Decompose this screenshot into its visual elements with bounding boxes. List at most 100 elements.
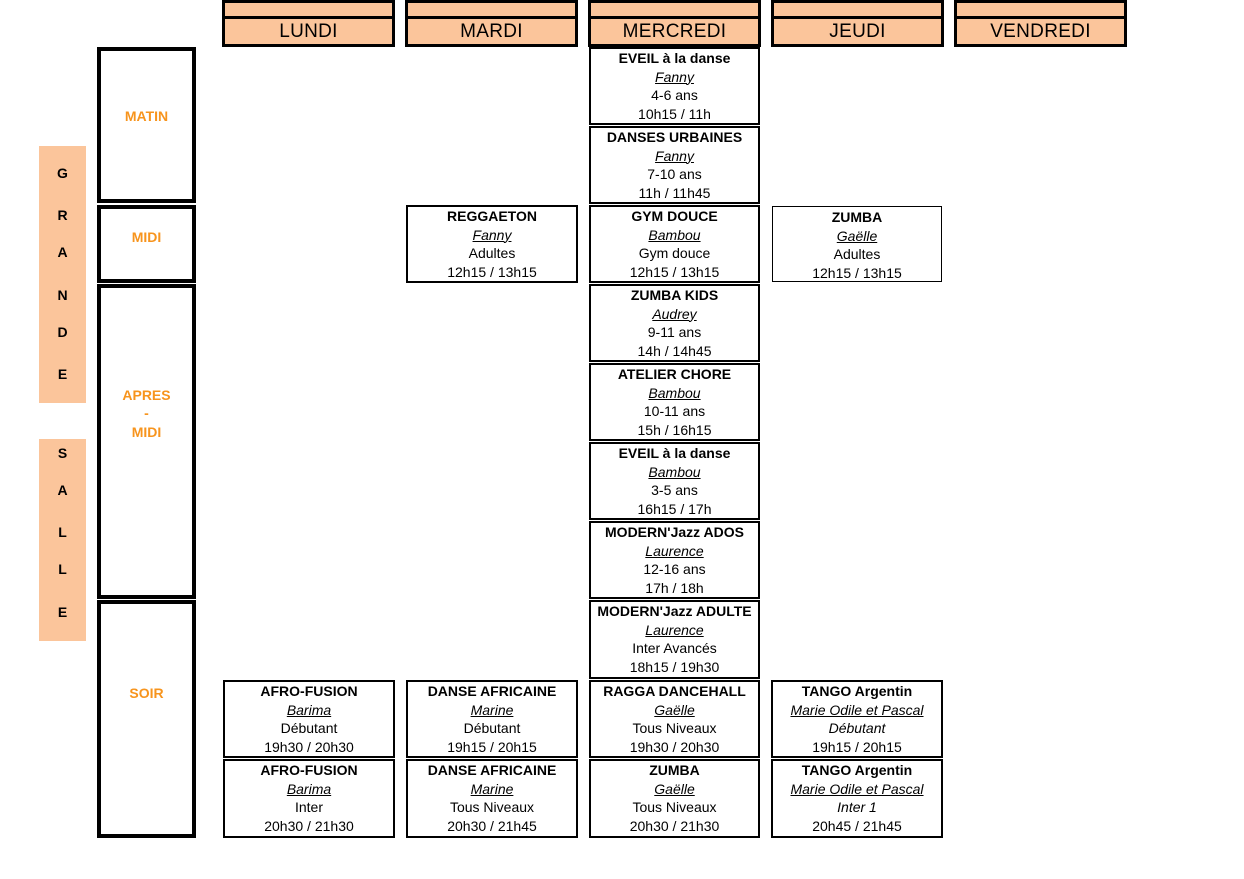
- class-time: 19h30 / 20h30: [264, 738, 354, 755]
- class-teacher: Bambou: [648, 226, 701, 243]
- class-teacher: Marine: [470, 780, 514, 797]
- class-card[interactable]: AFRO-FUSION Barima Débutant 19h30 / 20h3…: [223, 680, 395, 758]
- class-card[interactable]: REGGAETON Fanny Adultes 12h15 / 13h15: [406, 205, 578, 283]
- period-label-dash: -: [144, 405, 149, 421]
- class-teacher: Laurence: [645, 621, 704, 638]
- class-level: Inter 1: [837, 799, 877, 815]
- class-time: 19h15 / 20h15: [812, 738, 902, 755]
- class-level: Débutant: [828, 720, 886, 736]
- class-card[interactable]: ZUMBA KIDS Audrey 9-11 ans 14h / 14h45: [589, 284, 760, 362]
- class-title: TANGO Argentin: [801, 762, 913, 778]
- day-header-vendredi: VENDREDI: [954, 16, 1127, 47]
- class-card[interactable]: EVEIL à la danse Fanny 4-6 ans 10h15 / 1…: [589, 47, 760, 125]
- class-title: RAGGA DANCEHALL: [603, 683, 746, 699]
- class-card[interactable]: DANSES URBAINES Fanny 7-10 ans 11h / 11h…: [589, 126, 760, 204]
- period-label-matin: MATIN: [124, 108, 169, 124]
- class-time: 17h / 18h: [645, 579, 704, 596]
- class-card[interactable]: GYM DOUCE Bambou Gym douce 12h15 / 13h15: [589, 205, 760, 283]
- class-time: 16h15 / 17h: [637, 500, 712, 517]
- header-lundi-band: [222, 0, 395, 16]
- class-level: Tous Niveaux: [632, 720, 717, 736]
- class-teacher: Audrey: [652, 305, 697, 322]
- class-title: ZUMBA: [831, 209, 883, 225]
- class-title: AFRO-FUSION: [260, 762, 358, 778]
- room-letter: G: [57, 165, 68, 181]
- class-time: 12h15 / 13h15: [812, 264, 902, 281]
- header-jeudi-band: [771, 0, 944, 16]
- class-time: 20h30 / 21h30: [264, 817, 354, 834]
- class-teacher: Fanny: [655, 68, 694, 85]
- class-teacher: Marie Odile et Pascal: [790, 780, 924, 797]
- class-level: Tous Niveaux: [632, 799, 717, 815]
- class-title: ZUMBA: [649, 762, 700, 778]
- class-time: 10h15 / 11h: [638, 105, 711, 122]
- room-label-salle: S A L L E: [39, 439, 86, 641]
- class-level: Adultes: [468, 245, 516, 261]
- class-level: Tous Niveaux: [449, 799, 535, 815]
- class-card[interactable]: RAGGA DANCEHALL Gaëlle Tous Niveaux 19h3…: [589, 680, 760, 758]
- class-level: Inter Avancés: [632, 640, 717, 656]
- class-teacher: Fanny: [472, 226, 512, 243]
- class-level: 3-5 ans: [651, 482, 698, 498]
- class-card[interactable]: EVEIL à la danse Bambou 3-5 ans 16h15 / …: [589, 442, 760, 520]
- class-title: ZUMBA KIDS: [630, 287, 719, 303]
- room-letter: E: [57, 366, 68, 382]
- day-header-lundi: LUNDI: [222, 16, 395, 47]
- class-teacher: Marie Odile et Pascal: [790, 701, 924, 718]
- class-time: 20h45 / 21h45: [812, 817, 902, 834]
- period-label-soir: SOIR: [129, 685, 164, 701]
- class-time: 20h30 / 21h45: [447, 817, 537, 834]
- class-card[interactable]: MODERN'Jazz ADOS Laurence 12-16 ans 17h …: [589, 521, 760, 599]
- class-time: 15h / 16h15: [637, 421, 712, 438]
- class-card[interactable]: ZUMBA Gaëlle Tous Niveaux 20h30 / 21h30: [589, 759, 760, 838]
- class-teacher: Laurence: [645, 542, 704, 559]
- class-teacher: Barima: [286, 780, 332, 797]
- day-header-mardi: MARDI: [405, 16, 578, 47]
- class-card[interactable]: TANGO Argentin Marie Odile et Pascal Déb…: [771, 680, 943, 758]
- class-card[interactable]: DANSE AFRICAINE Marine Débutant 19h15 / …: [406, 680, 578, 758]
- period-label-midi: MIDI: [131, 229, 162, 245]
- class-time: 19h15 / 20h15: [447, 738, 537, 755]
- period-matin: MATIN: [97, 47, 196, 203]
- class-title: TANGO Argentin: [801, 683, 913, 699]
- period-label-apres-midi: MIDI: [131, 424, 162, 440]
- class-title: EVEIL à la danse: [618, 50, 731, 66]
- class-teacher: Gaëlle: [654, 701, 695, 718]
- class-level: Adultes: [833, 246, 881, 262]
- class-card[interactable]: DANSE AFRICAINE Marine Tous Niveaux 20h3…: [406, 759, 578, 838]
- class-level: 12-16 ans: [643, 561, 706, 577]
- class-card[interactable]: AFRO-FUSION Barima Inter 20h30 / 21h30: [223, 759, 395, 838]
- class-teacher: Gaëlle: [654, 780, 695, 797]
- period-apres-midi: APRES - MIDI: [97, 284, 196, 599]
- class-card[interactable]: ATELIER CHORE Bambou 10-11 ans 15h / 16h…: [589, 363, 760, 441]
- class-title: DANSE AFRICAINE: [427, 762, 557, 778]
- class-time: 12h15 / 13h15: [629, 263, 720, 280]
- class-title: GYM DOUCE: [631, 208, 718, 224]
- class-teacher: Marine: [470, 701, 514, 718]
- header-mercredi-band: [588, 0, 761, 16]
- class-level: 10-11 ans: [643, 403, 706, 419]
- class-card[interactable]: TANGO Argentin Marie Odile et Pascal Int…: [771, 759, 943, 838]
- class-level: Inter: [294, 799, 323, 815]
- class-title: MODERN'Jazz ADULTE: [597, 603, 752, 619]
- class-teacher: Barima: [286, 701, 332, 718]
- room-letter: N: [57, 287, 68, 303]
- class-level: 4-6 ans: [651, 87, 698, 103]
- class-time: 11h / 11h45: [638, 184, 711, 201]
- class-title: ATELIER CHORE: [617, 366, 732, 382]
- class-card[interactable]: ZUMBA Gaëlle Adultes 12h15 / 13h15: [772, 206, 942, 282]
- class-title: MODERN'Jazz ADOS: [605, 524, 744, 540]
- room-letter: A: [57, 244, 68, 260]
- room-label-grande: G R A N D E: [39, 146, 86, 403]
- class-level: Gym douce: [638, 245, 711, 261]
- class-time: 19h30 / 20h30: [629, 738, 720, 755]
- class-teacher: Fanny: [655, 147, 694, 164]
- class-level: 9-11 ans: [647, 324, 702, 340]
- period-midi: MIDI: [97, 205, 196, 283]
- class-level: 7-10 ans: [647, 166, 702, 182]
- class-teacher: Bambou: [648, 463, 701, 480]
- class-card[interactable]: MODERN'Jazz ADULTE Laurence Inter Avancé…: [589, 600, 760, 679]
- day-header-mercredi: MERCREDI: [588, 16, 761, 47]
- room-letter: S: [57, 445, 68, 461]
- class-time: 20h30 / 21h30: [629, 817, 720, 834]
